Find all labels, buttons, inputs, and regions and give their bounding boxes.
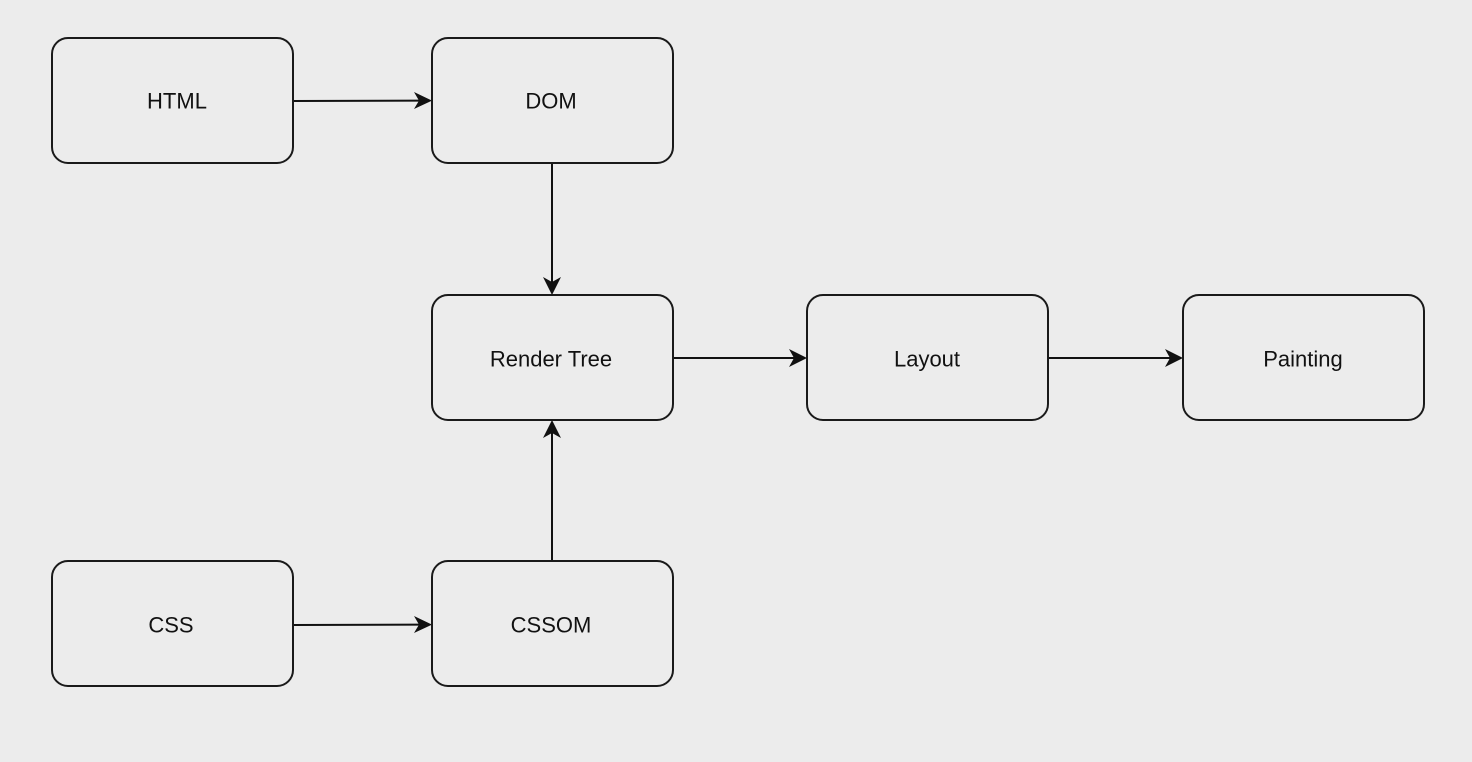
node-layout: Layout [806, 294, 1049, 421]
node-cssom: CSSOM [431, 560, 674, 687]
node-css-label: CSS [148, 613, 193, 638]
node-render-tree: Render Tree [431, 294, 674, 421]
edge-css-to-cssom [292, 616, 432, 633]
node-layout-label: Layout [894, 347, 960, 372]
node-painting: Painting [1182, 294, 1425, 421]
node-painting-label: Painting [1263, 347, 1343, 372]
edge-cssom-to-render-tree [543, 420, 561, 561]
node-cssom-label: CSSOM [511, 613, 592, 638]
node-html: HTML [51, 37, 294, 164]
node-html-label: HTML [147, 89, 207, 114]
node-dom: DOM [431, 37, 674, 164]
node-css: CSS [51, 560, 294, 687]
edge-layout-to-painting [1048, 349, 1183, 367]
edge-html-to-dom [292, 92, 432, 109]
edge-render-tree-to-layout [673, 349, 807, 367]
node-dom-label: DOM [525, 89, 576, 114]
edge-dom-to-render-tree [543, 163, 561, 295]
node-render-tree-label: Render Tree [490, 347, 612, 372]
